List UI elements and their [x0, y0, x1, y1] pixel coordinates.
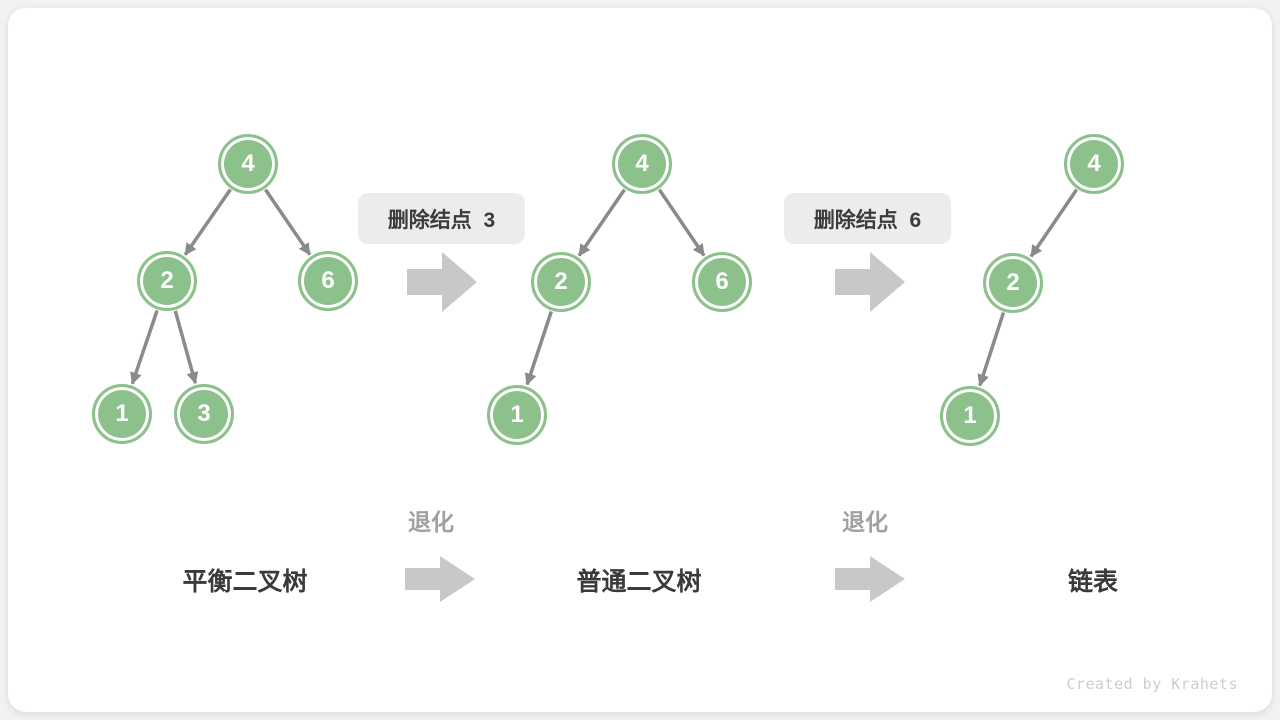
balanced-binary-tree-node-6: 6 [298, 251, 358, 311]
linked-list-node-2: 2 [983, 253, 1043, 313]
big-arrow-bottom-1 [405, 556, 475, 602]
caption-linked-list: 链表 [1067, 568, 1119, 596]
linked-list-node-4: 4 [1064, 134, 1124, 194]
big-arrow-shape [405, 556, 475, 602]
big-arrow-top-2 [835, 252, 905, 312]
big-arrow-shape [835, 556, 905, 602]
watermark-credit: Created by Krahets [1066, 675, 1238, 693]
linked-list-node-1: 1 [940, 386, 1000, 446]
balanced-binary-tree-node-1: 1 [92, 384, 152, 444]
degrade-label-2: 退化 [842, 509, 888, 535]
degrade-label-1: 退化 [408, 509, 454, 535]
big-arrow-shape [407, 252, 477, 312]
ordinary-binary-tree-node-2: 2 [531, 252, 591, 312]
big-arrow-top-1 [407, 252, 477, 312]
caption-ordinary-binary-tree: 普通二叉树 [576, 568, 702, 596]
operation-label-2: 删除结点 6 [784, 193, 951, 244]
caption-balanced-binary-tree: 平衡二叉树 [182, 568, 308, 596]
big-arrow-shape [835, 252, 905, 312]
balanced-binary-tree-node-3: 3 [174, 384, 234, 444]
balanced-binary-tree-node-4: 4 [218, 134, 278, 194]
ordinary-binary-tree-node-1: 1 [487, 385, 547, 445]
ordinary-binary-tree-node-6: 6 [692, 252, 752, 312]
canvas-card [8, 8, 1272, 712]
balanced-binary-tree-node-2: 2 [137, 251, 197, 311]
ordinary-binary-tree-node-4: 4 [612, 134, 672, 194]
operation-label-1: 删除结点 3 [358, 193, 525, 244]
big-arrow-bottom-2 [835, 556, 905, 602]
